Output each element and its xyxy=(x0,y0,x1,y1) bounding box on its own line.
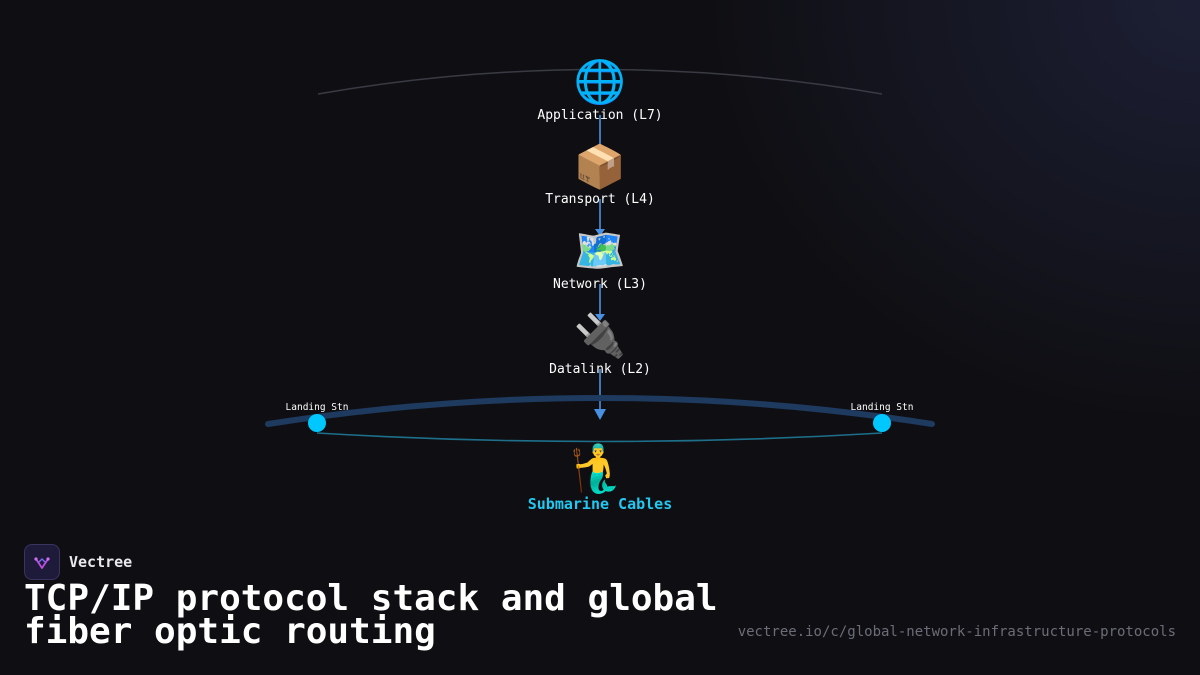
submarine-cables-label: Submarine Cables xyxy=(528,495,673,513)
arrow-head-l2 xyxy=(595,314,605,321)
top-horizon-arc xyxy=(317,68,883,95)
arrow-head-cable xyxy=(594,409,606,420)
protocol-stack-diagram: 🌐 📦 🗺️ 🔌 Application (L7) Transport (L4)… xyxy=(265,57,935,513)
arrow-head-l3 xyxy=(595,229,605,236)
package-icon: 📦 xyxy=(574,142,626,191)
merman-icon: 🧜‍♂️ xyxy=(569,441,626,495)
layer-label-datalink: Datalink (L2) xyxy=(549,362,651,377)
landing-station-left-label: Landing Stn xyxy=(286,402,349,413)
brand-name: Vectree xyxy=(69,553,133,571)
submarine-cable-inner xyxy=(316,432,883,443)
source-url: vectree.io/c/global-network-infrastructu… xyxy=(737,624,1176,640)
brand: Vectree xyxy=(24,544,132,580)
page-title: TCP/IP protocol stack and global fiber o… xyxy=(24,578,718,652)
landing-station-right xyxy=(873,414,891,432)
layer-label-transport: Transport (L4) xyxy=(545,192,655,207)
landing-station-left xyxy=(308,414,326,432)
landing-station-right-label: Landing Stn xyxy=(851,402,914,413)
electric-plug-icon: 🔌 xyxy=(574,311,626,360)
vectree-logo-icon xyxy=(24,544,60,580)
submarine-cable-outer xyxy=(265,395,935,427)
layer-label-application: Application (L7) xyxy=(537,108,662,123)
globe-icon: 🌐 xyxy=(574,57,626,106)
world-map-icon: 🗺️ xyxy=(574,226,626,275)
layer-label-network: Network (L3) xyxy=(553,277,647,292)
